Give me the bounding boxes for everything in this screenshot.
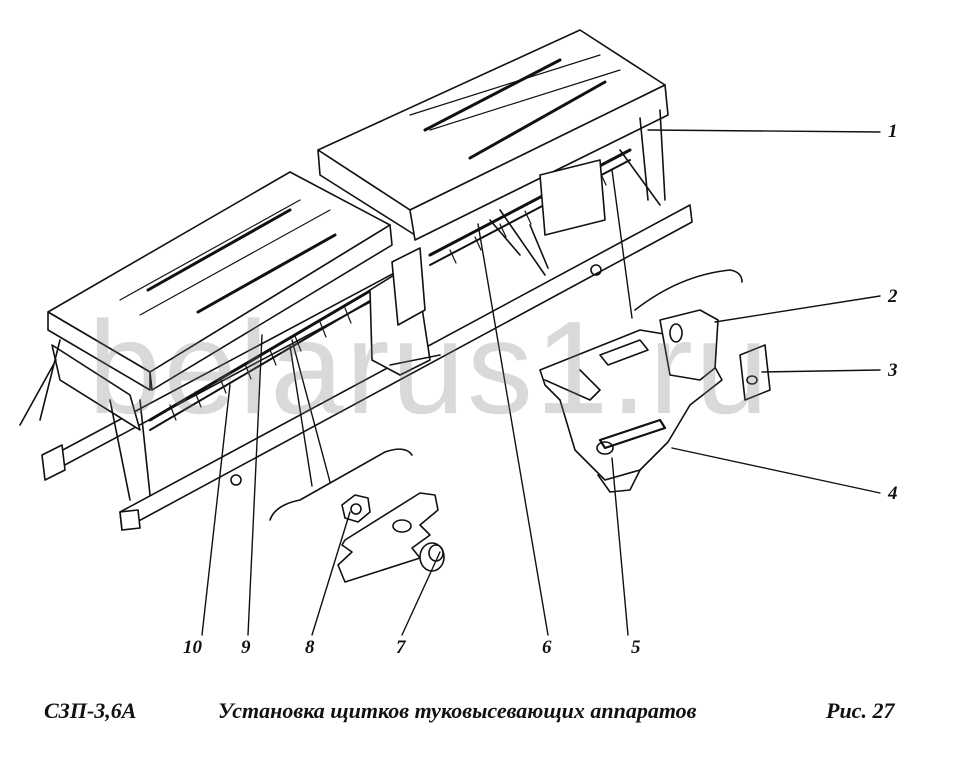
callout-10: 10 (183, 637, 202, 658)
leader-lines (201, 129, 881, 636)
callout-7: 7 (396, 637, 406, 658)
callout-4: 4 (888, 483, 898, 504)
center-bracket (369, 247, 441, 376)
bracket-detail-right (539, 269, 771, 493)
callout-9: 9 (241, 637, 251, 658)
model-label: СЗП-3,6А (44, 698, 137, 723)
callout-6: 6 (542, 637, 552, 658)
callout-8: 8 (305, 637, 315, 658)
callout-1: 1 (888, 121, 898, 142)
callout-5: 5 (631, 637, 641, 658)
callout-3: 3 (888, 360, 898, 381)
right-hopper (317, 29, 669, 276)
shield-detail-left (269, 448, 445, 583)
left-hopper (19, 171, 393, 501)
callout-2: 2 (888, 286, 898, 307)
figure-title: Установка щитков туковысевающих аппарато… (218, 698, 697, 723)
figure-number: Рис. 27 (826, 698, 895, 723)
